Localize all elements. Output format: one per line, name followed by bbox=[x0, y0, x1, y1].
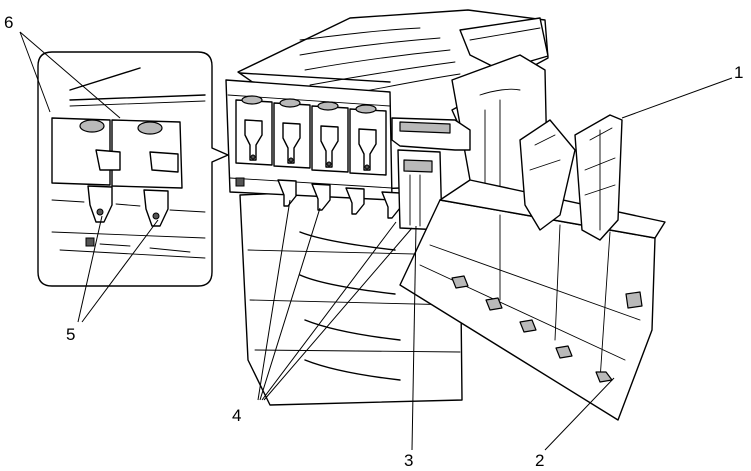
callout-labels: 1 2 3 4 5 6 bbox=[4, 13, 743, 470]
callout-6: 6 bbox=[4, 13, 13, 32]
toner-cartridges bbox=[235, 95, 387, 176]
callout-3: 3 bbox=[404, 451, 413, 470]
callout-1: 1 bbox=[734, 63, 743, 82]
waste-toner-box bbox=[391, 117, 471, 231]
toner-cartridge bbox=[273, 98, 311, 169]
callout-4: 4 bbox=[232, 406, 241, 425]
toner-cartridge bbox=[311, 101, 349, 173]
leader-lines bbox=[19, 31, 733, 451]
callout-2: 2 bbox=[535, 451, 544, 470]
detail-inset bbox=[37, 51, 229, 287]
drum-levers bbox=[235, 177, 401, 219]
toner-cartridge bbox=[349, 104, 387, 176]
side-cover-unit bbox=[519, 114, 623, 241]
callout-5: 5 bbox=[66, 325, 75, 344]
toner-cartridge bbox=[235, 95, 273, 166]
